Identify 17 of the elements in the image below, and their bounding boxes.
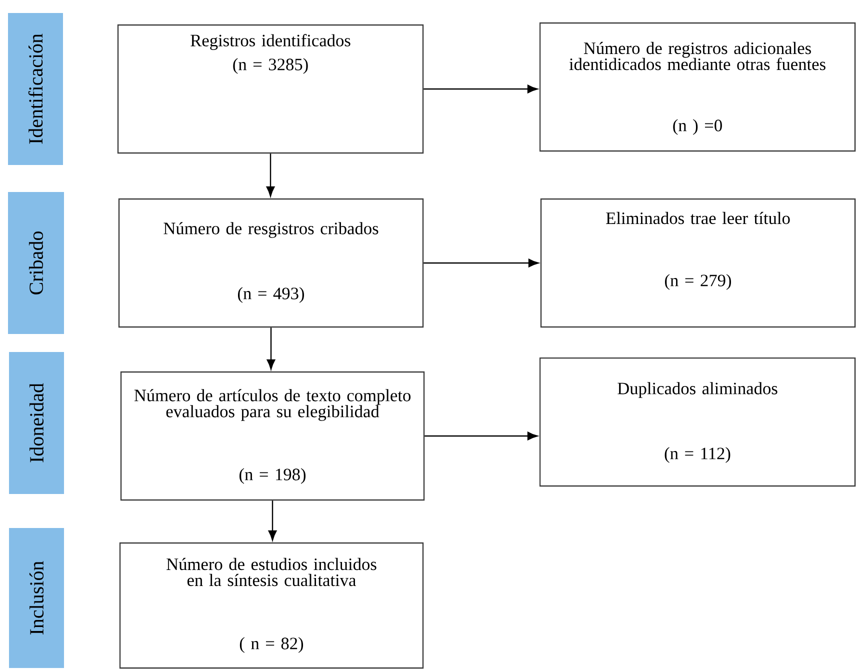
arrow: [266, 154, 275, 197]
arrow: [268, 500, 277, 541]
stage-band: Cribado: [8, 192, 64, 334]
process-box: Número de registros adicionales identidicados mediante otras fuentes (n ) =0: [539, 22, 856, 152]
process-box: Eliminados trae leer título (n = 279): [540, 198, 856, 328]
process-box: Número de resgistros cribados (n = 493): [118, 198, 424, 328]
stage-band: Inclusión: [9, 528, 64, 668]
stage-band: Idoneidad: [9, 352, 64, 494]
arrow: [424, 84, 538, 94]
process-box: Duplicados aliminados (n = 112): [539, 357, 856, 487]
stage-band: Identificación: [8, 13, 63, 165]
arrow: [424, 258, 539, 268]
process-box: Registros identificados (n = 3285): [117, 24, 424, 154]
arrow: [424, 432, 538, 440]
process-box: Número de artículos de texto completo evaluados para su elegibilidad (n = 198): [120, 371, 425, 501]
arrow: [266, 328, 276, 370]
process-box: Número de estudios incluidos en la síntesis cualitativa ( n = 82): [119, 542, 424, 669]
